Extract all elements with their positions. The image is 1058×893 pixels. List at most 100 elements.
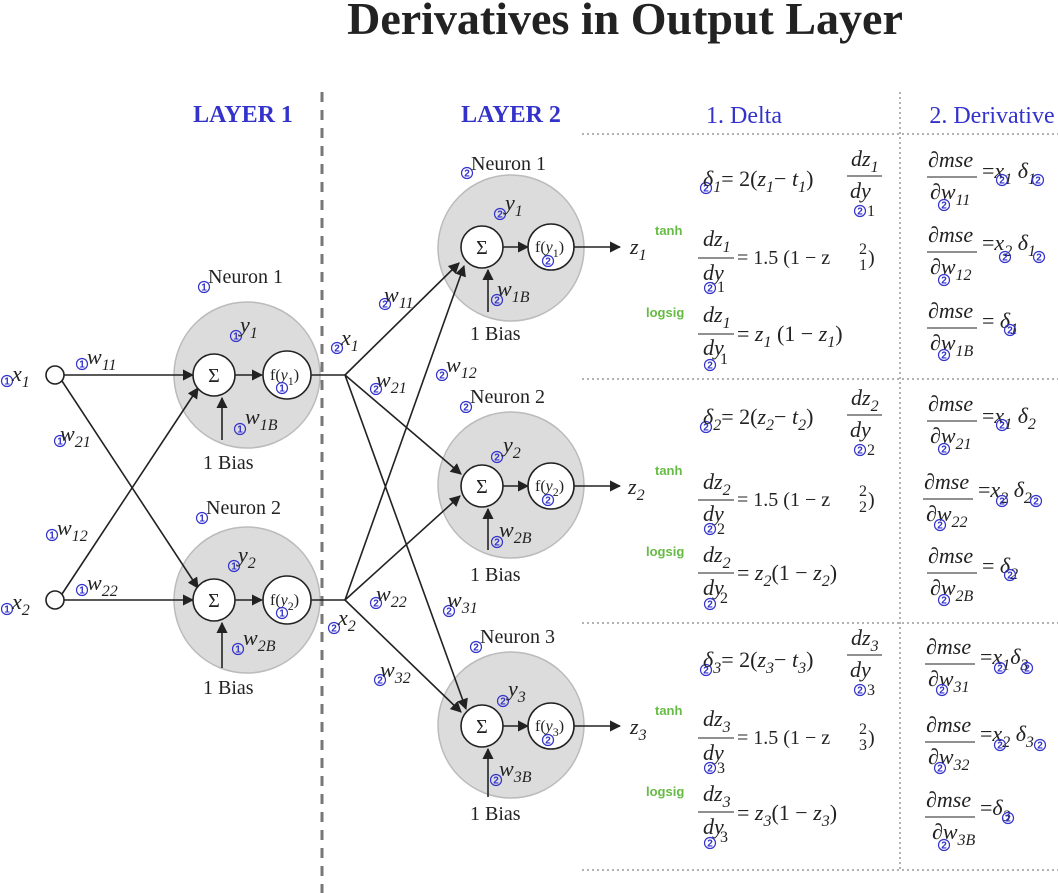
l2-neuron3-y-sub: 3 [517, 689, 526, 706]
svg-text:2: 2 [867, 442, 875, 459]
l1-neuron2-y-sub: 2 [248, 555, 256, 572]
l1-neuron2-bias-label: 1 Bias [203, 677, 254, 699]
tanh-label-3: tanh [655, 703, 683, 718]
equation-block-neuron2: δ2= 2(z2− t2) dz2 dy 2 tanh dz2 dy 2 = 1… [646, 385, 1043, 612]
l1-neuron1-label: Neuron 1 [208, 266, 283, 288]
svg-text:∂w22: ∂w22 [926, 501, 968, 531]
svg-text:dz2: dz2 [703, 542, 731, 572]
l2-neuron1-f-sub: 1 [553, 246, 559, 260]
svg-text:∂w21: ∂w21 [930, 423, 972, 453]
l1-weight-21: 21 [75, 434, 91, 451]
svg-text:∂mse: ∂mse [926, 712, 971, 737]
l2-neuron1-sum-symbol: Σ [476, 237, 488, 259]
l1-neuron1-bias-sub: 1B [260, 417, 278, 434]
svg-text:∂mse: ∂mse [928, 298, 973, 323]
svg-text:x2: x2 [337, 605, 356, 635]
l2-input-x2-sub: 2 [348, 618, 356, 635]
l1-input-node-x1 [45, 365, 65, 385]
svg-text:∂w12: ∂w12 [930, 254, 972, 284]
l2-neuron1-output-sub: 1 [639, 247, 647, 264]
svg-text:dz3: dz3 [703, 781, 731, 811]
tanh-label-1: tanh [655, 223, 683, 238]
l2-neuron3-bias-label: 1 Bias [470, 803, 521, 825]
svg-text:δ2= 2(z2− t2): δ2= 2(z2− t2) [703, 404, 813, 434]
svg-text:3: 3 [859, 737, 867, 754]
svg-text:w11: w11 [384, 282, 414, 312]
logsig-label-3: logsig [646, 784, 684, 799]
svg-text:w12: w12 [446, 352, 477, 382]
svg-text:= z2(1 − z2): = z2(1 − z2) [737, 560, 837, 590]
svg-text:3: 3 [867, 682, 875, 699]
svg-text:=x2 δ2: =x2 δ2 [978, 477, 1032, 507]
svg-text:∂w2B: ∂w2B [930, 575, 974, 605]
l1-weight-22: 22 [102, 583, 118, 600]
l2-neuron2-sum-symbol: Σ [476, 476, 488, 498]
l1-weight-12: 12 [72, 528, 88, 545]
svg-text:dz1: dz1 [703, 226, 731, 256]
svg-text:2: 2 [859, 483, 867, 500]
l2-weight-31: 31 [461, 600, 478, 617]
tanh-rhs-2: = 1.5 (1 − z [737, 489, 830, 511]
svg-text:w12: w12 [57, 515, 88, 545]
svg-text:2: 2 [859, 499, 867, 516]
svg-text:z2: z2 [627, 474, 645, 504]
equation-block-neuron3: δ3= 2(z3− t3) dz3 dy 3 tanh dz3 dy 3 = 1… [646, 625, 1047, 853]
tanh-rhs-1: = 1.5 (1 − z [737, 247, 830, 269]
svg-text:dy: dy [850, 178, 871, 203]
l1-neuron2-f-sub: 2 [288, 599, 294, 613]
svg-text:=x1 δ2: =x1 δ2 [982, 403, 1036, 433]
svg-text:2: 2 [717, 521, 725, 538]
svg-text:∂mse: ∂mse [926, 634, 971, 659]
svg-text:dz2: dz2 [703, 469, 731, 499]
svg-text:= 1.5 (1 − z: = 1.5 (1 − z [737, 489, 830, 511]
tanh-rhs-3: = 1.5 (1 − z [737, 727, 830, 749]
svg-text:=x2 δ3: =x2 δ3 [980, 721, 1034, 751]
svg-text:z3: z3 [629, 714, 647, 744]
delta-column-header: 1. Delta [706, 103, 782, 129]
svg-text:3: 3 [717, 760, 725, 777]
l2-neuron2-output-sub: 2 [637, 487, 645, 504]
svg-text:2: 2 [720, 590, 728, 607]
svg-text:=x2 δ1: =x2 δ1 [982, 230, 1036, 260]
svg-text:): ) [868, 247, 875, 269]
svg-text:dz1: dz1 [851, 146, 879, 176]
svg-text:x1: x1 [340, 325, 359, 355]
svg-text:∂mse: ∂mse [928, 147, 973, 172]
page-title: Derivatives in Output Layer [347, 0, 903, 44]
l2-neuron3-label: Neuron 3 [480, 626, 555, 648]
l2-weight-22: 22 [391, 594, 407, 611]
svg-text:w11: w11 [87, 344, 117, 374]
layer1-label: LAYER 1 [193, 102, 293, 128]
logsig-label-2: logsig [646, 544, 684, 559]
tanh-label-2: tanh [655, 463, 683, 478]
l2-weight-11: 11 [399, 295, 414, 312]
l2-neuron2-y-sub: 2 [513, 445, 521, 462]
svg-text:w22: w22 [87, 570, 118, 600]
svg-text:∂w1B: ∂w1B [930, 330, 974, 360]
derivative-column-header: 2. Derivative [929, 103, 1054, 129]
l2-input-x1-sub: 1 [351, 338, 359, 355]
svg-text:= 1.5 (1 − z: = 1.5 (1 − z [737, 727, 830, 749]
l1-input-x1-sub: 1 [22, 374, 30, 391]
l1-neuron2-bias-sub: 2B [258, 638, 276, 655]
l2-neuron3-f-sub: 3 [553, 725, 559, 739]
logsig-label-1: logsig [646, 305, 684, 320]
svg-text:=x1 δ1: =x1 δ1 [982, 158, 1036, 188]
svg-text:1: 1 [859, 257, 867, 274]
l1-input-x2-sub: 2 [22, 602, 30, 619]
svg-text:): ) [868, 489, 875, 511]
svg-text:dz3: dz3 [703, 706, 731, 736]
l2-neuron1-bias-label: 1 Bias [470, 323, 521, 345]
l2-neuron2-bias-sub: 2B [514, 530, 532, 547]
svg-text:2: 2 [859, 241, 867, 258]
svg-text:1: 1 [717, 279, 725, 296]
l1-neuron1-f-sub: 1 [288, 374, 294, 388]
svg-text:∂mse: ∂mse [928, 543, 973, 568]
svg-text:dy: dy [703, 740, 724, 765]
svg-text:dz3: dz3 [851, 625, 879, 655]
svg-text:dy: dy [703, 501, 724, 526]
svg-text:dy: dy [850, 417, 871, 442]
l1-neuron1-bias-label: 1 Bias [203, 452, 254, 474]
svg-text:δ1= 2(z1− t1): δ1= 2(z1− t1) [703, 166, 813, 196]
